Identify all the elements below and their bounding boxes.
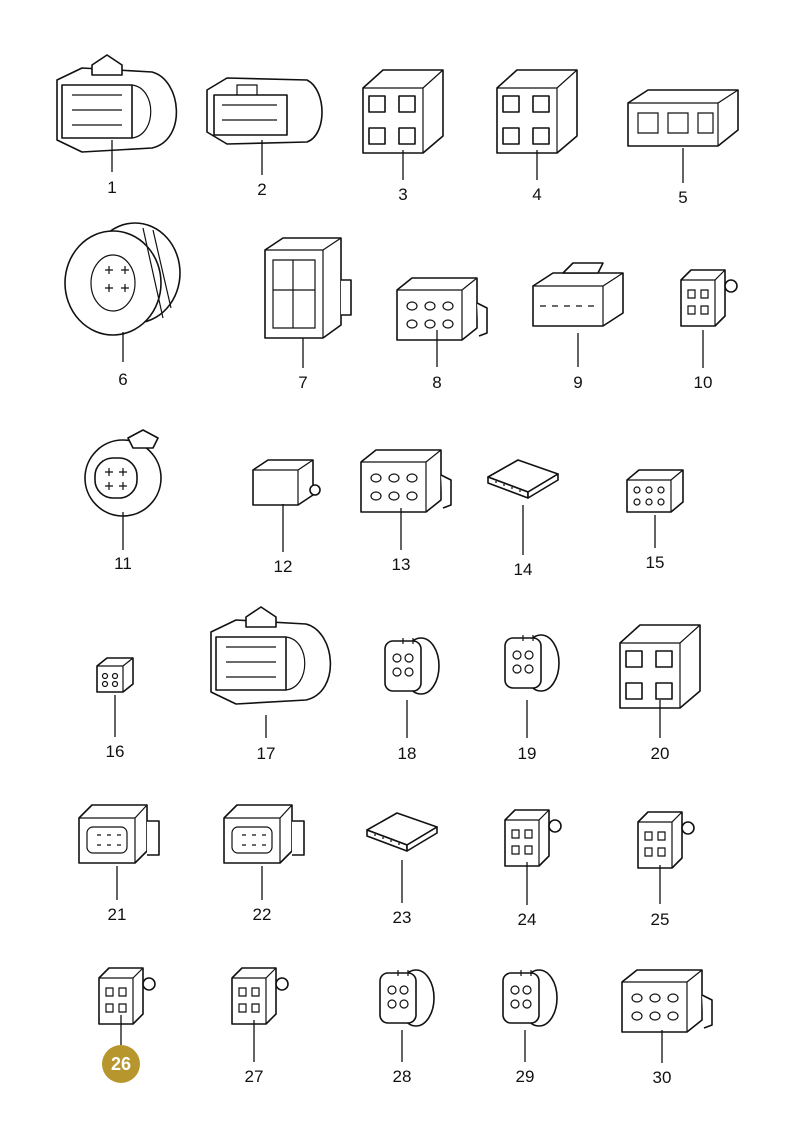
part-23-flat-plate [366,812,438,852]
part-number-label[interactable]: 10 [693,373,713,392]
part-14-flat-plate [487,459,559,499]
part-number-label[interactable]: 6 [118,370,128,389]
part-number-label[interactable]: 13 [391,555,411,574]
part-number-label[interactable]: 19 [517,744,537,763]
part-24-small-latch [504,809,562,867]
part-number-label[interactable]: 9 [573,373,583,392]
part-5-flat-block [627,89,739,147]
part-22-latch-connector [223,804,305,864]
part-27-small-latch [231,967,289,1025]
part-25-small-latch [637,811,695,869]
part-26-small-latch [98,967,156,1025]
part-3-relay-block [362,69,444,154]
part-21-latch-connector [78,804,160,864]
part-number-label[interactable]: 2 [257,180,267,199]
part-number-label[interactable]: 15 [645,553,665,572]
part-19-round-socket [504,634,560,692]
part-number-label[interactable]: 12 [273,557,293,576]
part-number-label[interactable]: 16 [105,742,125,761]
part-number-label[interactable]: 24 [517,910,537,929]
part-28-round-socket [379,969,435,1027]
part-number-label[interactable]: 4 [532,185,542,204]
part-30-six-pin-housing [621,969,713,1033]
part-2-connector-oval-flat [206,77,323,145]
part-number-label[interactable]: 23 [392,908,412,927]
part-number-label[interactable]: 30 [652,1068,672,1087]
part-number-label[interactable]: 7 [298,373,308,392]
part-1-connector-oval-large [56,54,178,153]
part-16-tiny-connector [96,657,134,693]
part-15-small-block [626,469,684,513]
part-11-oval-connector [84,429,162,517]
part-12-small-cap [252,459,321,506]
part-7-tall-block [264,237,352,339]
part-number-label[interactable]: 25 [650,910,670,929]
part-number-label[interactable]: 22 [252,905,272,924]
part-9-multi-pin-latch [532,262,624,327]
part-number-label[interactable]: 8 [432,373,442,392]
part-number-label[interactable]: 1 [107,178,117,197]
part-8-six-pin-housing [396,277,488,341]
part-number-label[interactable]: 11 [114,554,132,573]
part-number-label[interactable]: 17 [256,744,276,763]
part-number-label[interactable]: 5 [678,188,688,207]
part-10-small-latch [680,269,738,327]
part-17-connector-oval-large [210,606,332,705]
part-number-label[interactable]: 3 [398,185,408,204]
part-number-label[interactable]: 20 [650,744,670,763]
part-13-six-pin-housing [360,449,452,513]
part-number-label[interactable]: 28 [392,1067,412,1086]
part-number-label[interactable]: 21 [107,905,127,924]
part-number-label[interactable]: 27 [244,1067,264,1086]
part-4-relay-block [496,69,578,154]
part-number-label[interactable]: 18 [397,744,417,763]
part-29-round-socket [502,969,558,1027]
part-18-round-socket [384,637,440,695]
part-20-relay-block [619,624,701,709]
part-number-label[interactable]: 14 [513,560,533,579]
part-number-badge-highlighted[interactable]: 26 [102,1045,140,1083]
part-number-label[interactable]: 29 [515,1067,535,1086]
part-6-round-cap [64,222,181,336]
